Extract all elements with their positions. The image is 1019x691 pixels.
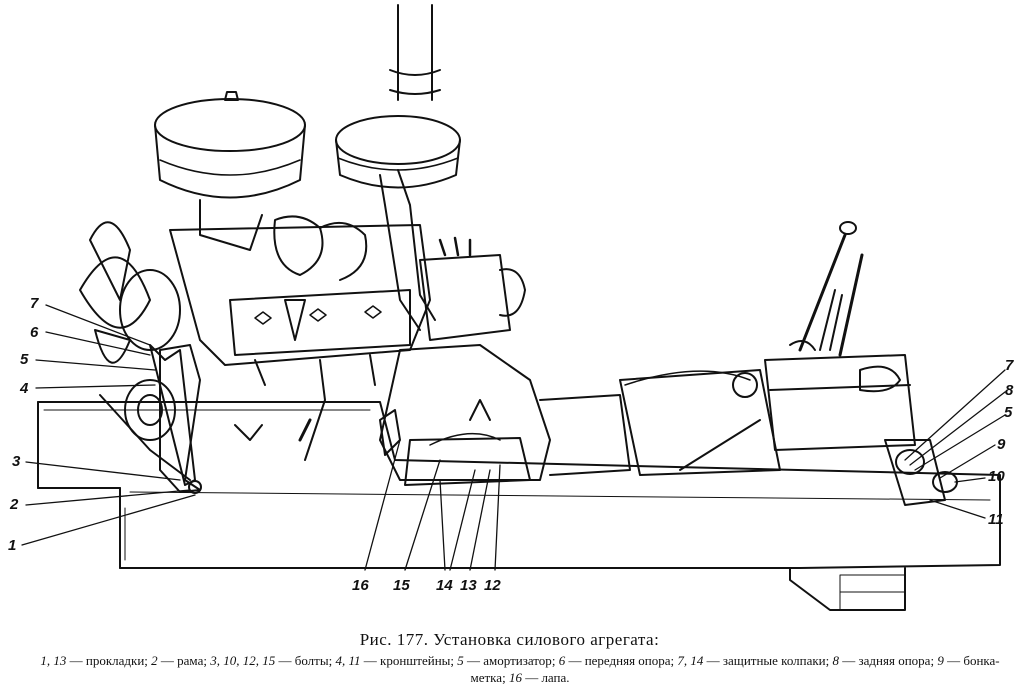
callout-bottom-14: 14 xyxy=(436,577,453,594)
drive-shaft xyxy=(539,369,781,476)
legend-entry-number: 6 xyxy=(558,653,566,668)
legend-entry-number: 1, 13 xyxy=(40,653,67,668)
figure-caption: Рис. 177. Установка силового агрегата: xyxy=(359,630,660,649)
transmission xyxy=(379,236,551,486)
legend-entry-number: 3, 10, 12, 15 xyxy=(210,653,276,668)
legend-entry-text: передняя опора xyxy=(584,653,671,668)
rear-support xyxy=(884,439,958,506)
legend-entry: 1, 13 — прокладки; xyxy=(40,653,152,668)
callout-right-9: 9 xyxy=(997,436,1006,453)
legend-entry-text: лапа xyxy=(541,670,567,685)
legend-entry: 8 — задняя опора; xyxy=(832,653,938,668)
legend-entry: 7, 14 — защитные колпаки; xyxy=(677,653,833,668)
legend-entry-text: защитные колпаки xyxy=(722,653,826,668)
callout-bottom-13: 13 xyxy=(460,577,477,594)
callout-left-6: 6 xyxy=(30,324,39,341)
legend-entry-number: 9 xyxy=(937,653,944,668)
legend-entry-number: 2 xyxy=(151,653,158,668)
figure-legend: 1, 13 — прокладки; 2 — рама; 3, 10, 12, … xyxy=(30,652,1010,686)
air-cleaner-right xyxy=(335,4,461,331)
callout-left-7: 7 xyxy=(30,295,39,312)
callout-right-8: 8 xyxy=(1005,382,1014,399)
gearbox xyxy=(732,221,916,451)
legend-entry-number: 5 xyxy=(457,653,464,668)
callout-bottom-12: 12 xyxy=(484,577,501,594)
leader-lines xyxy=(21,304,1006,571)
legend-entry-number: 7, 14 xyxy=(677,653,704,668)
air-cleaner-left xyxy=(154,91,306,251)
callout-bottom-16: 16 xyxy=(352,577,369,594)
fan-assembly xyxy=(79,221,196,486)
callout-left-3: 3 xyxy=(12,453,21,470)
legend-entry: 4, 11 — кронштейны; xyxy=(335,653,458,668)
callout-right-11: 11 xyxy=(988,511,1004,528)
legend-entry: 3, 10, 12, 15 — болты; xyxy=(210,653,336,668)
callout-bottom-15: 15 xyxy=(393,577,410,594)
legend-entry-number: 16 xyxy=(508,670,522,685)
callout-right-10: 10 xyxy=(988,468,1005,485)
legend-entry-text: рама xyxy=(177,653,204,668)
legend-entry-number: 8 xyxy=(832,653,840,668)
legend-entry-text: амортизатор xyxy=(483,653,552,668)
legend-entry-text: болты xyxy=(294,653,329,668)
power-unit-drawing xyxy=(21,4,1006,611)
front-support xyxy=(159,344,202,494)
legend-entry: 6 — передняя опора; xyxy=(558,653,678,668)
legend-entry-text: кронштейны xyxy=(380,653,451,668)
legend-entry: 9 — бонка-метка; xyxy=(470,653,1000,685)
legend-entry: 5 — амортизатор; xyxy=(457,653,559,668)
legend-entry-text: прокладки xyxy=(85,653,145,668)
legend-entry-text: задняя опора xyxy=(858,653,931,668)
frame-rail xyxy=(37,401,1001,611)
callout-left-4: 4 xyxy=(20,380,29,397)
callout-left-2: 2 xyxy=(10,496,19,513)
callout-right-5: 5 xyxy=(1004,404,1013,421)
callout-left-5: 5 xyxy=(20,351,29,368)
legend-entry: 2 — рама; xyxy=(151,653,211,668)
legend-entry-text: бонка-метка xyxy=(470,653,1000,685)
engine-block xyxy=(169,215,431,461)
legend-entry-number: 4, 11 xyxy=(335,653,361,668)
legend-entry: 16 — лапа. xyxy=(508,670,570,685)
callout-left-1: 1 xyxy=(8,537,17,554)
callout-right-7: 7 xyxy=(1005,357,1014,374)
